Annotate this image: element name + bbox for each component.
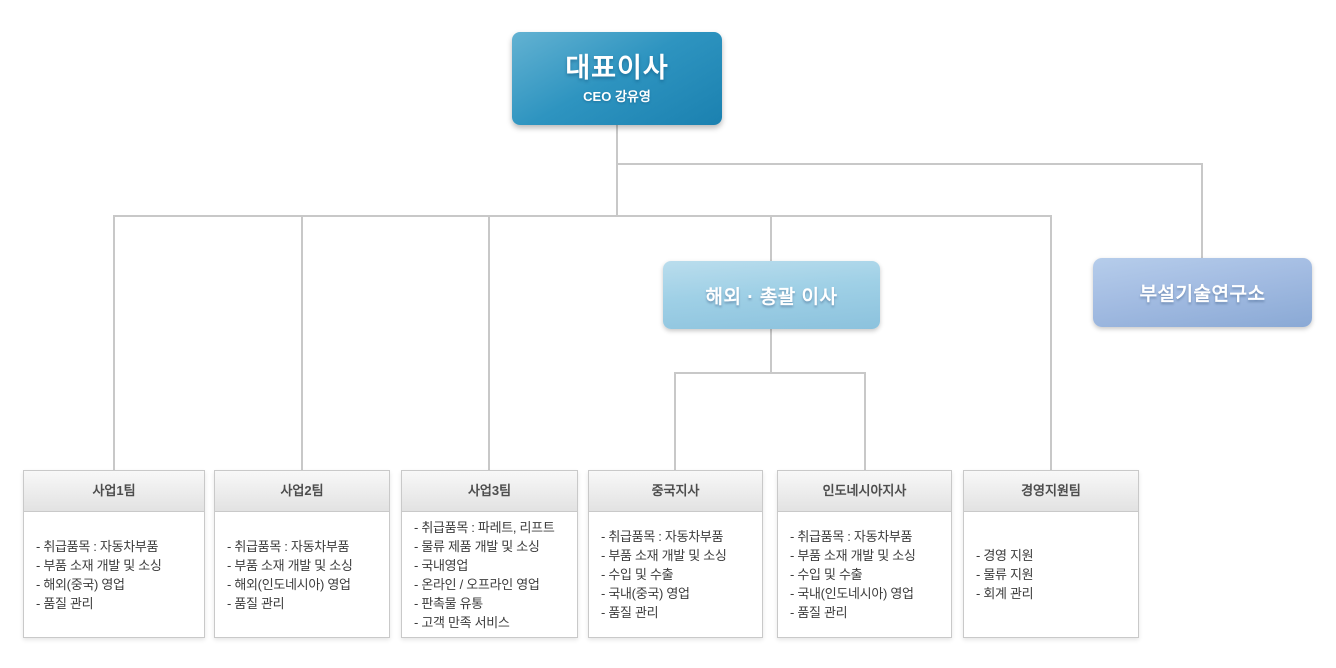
dept-item: - 취급품목 : 자동차부품 <box>36 538 159 554</box>
overseas-director-title: 해외 · 총괄 이사 <box>705 286 838 308</box>
dept-item-list: - 취급품목 : 자동차부품 - 부품 소재 개발 및 소싱 - 해외(인도네시… <box>227 537 383 613</box>
ceo-subtitle: CEO 강유영 <box>583 88 651 104</box>
dept-body: - 취급품목 : 자동차부품 - 부품 소재 개발 및 소싱 - 해외(인도네시… <box>215 512 389 637</box>
dept-item: - 국내영업 <box>414 557 468 573</box>
dept-box-china-branch: 중국지사 - 취급품목 : 자동차부품 - 부품 소재 개발 및 소싱 - 수입… <box>588 470 763 638</box>
dept-item: - 취급품목 : 자동차부품 <box>601 529 724 544</box>
research-institute-title: 부설기술연구소 <box>1139 284 1266 305</box>
connector-drop-team1 <box>113 215 115 470</box>
dept-item: - 취급품목 : 파레트, 리프트 <box>414 519 555 535</box>
dept-body: - 경영 지원 - 물류 지원 - 회계 관리 <box>964 512 1138 637</box>
dept-item-list: - 경영 지원 - 물류 지원 - 회계 관리 <box>976 546 1132 603</box>
dept-box-business-team-3: 사업3팀 - 취급품목 : 파레트, 리프트 - 물류 제품 개발 및 소싱 -… <box>401 470 578 638</box>
dept-item: - 부품 소재 개발 및 소싱 <box>36 557 162 573</box>
dept-body: - 취급품목 : 자동차부품 - 부품 소재 개발 및 소싱 - 수입 및 수출… <box>589 512 762 637</box>
dept-item: - 온라인 / 오프라인 영업 <box>414 576 540 592</box>
connector-main-bus <box>113 215 1052 217</box>
connector-drop-team3 <box>488 215 490 470</box>
dept-box-business-team-1: 사업1팀 - 취급품목 : 자동차부품 - 부품 소재 개발 및 소싱 - 해외… <box>23 470 205 638</box>
ceo-title: 대표이사 <box>565 52 669 83</box>
dept-box-business-team-2: 사업2팀 - 취급품목 : 자동차부품 - 부품 소재 개발 및 소싱 - 해외… <box>214 470 390 638</box>
dept-body: - 취급품목 : 자동차부품 - 부품 소재 개발 및 소싱 - 수입 및 수출… <box>778 512 951 637</box>
dept-item: - 국내(중국) 영업 <box>601 586 690 601</box>
connector-research-branch <box>616 163 1203 165</box>
overseas-director-box: 해외 · 총괄 이사 <box>663 261 880 329</box>
dept-item-list: - 취급품목 : 자동차부품 - 부품 소재 개발 및 소싱 - 수입 및 수출… <box>601 527 756 622</box>
dept-item: - 취급품목 : 자동차부품 <box>790 529 913 544</box>
dept-item-list: - 취급품목 : 자동차부품 - 부품 소재 개발 및 소싱 - 수입 및 수출… <box>790 527 945 622</box>
dept-item: - 물류 제품 개발 및 소싱 <box>414 538 540 554</box>
connector-research-drop <box>1201 163 1203 258</box>
dept-box-management-support-team: 경영지원팀 - 경영 지원 - 물류 지원 - 회계 관리 <box>963 470 1139 638</box>
connector-drop-china-branch <box>674 372 676 470</box>
dept-item-list: - 취급품목 : 자동차부품 - 부품 소재 개발 및 소싱 - 해외(중국) … <box>36 537 198 613</box>
dept-item: - 부품 소재 개발 및 소싱 <box>601 548 727 563</box>
research-institute-box: 부설기술연구소 <box>1093 258 1312 327</box>
dept-item: - 품질 관리 <box>601 605 659 620</box>
connector-drop-management-team <box>1050 215 1052 470</box>
dept-header: 인도네시아지사 <box>778 471 951 512</box>
dept-item: - 판촉물 유통 <box>414 595 483 611</box>
connector-drop-indonesia-branch <box>864 372 866 470</box>
connector-drop-team2 <box>301 215 303 470</box>
dept-item: - 회계 관리 <box>976 586 1034 601</box>
dept-header: 중국지사 <box>589 471 762 512</box>
dept-item: - 수입 및 수출 <box>601 567 674 582</box>
dept-header: 사업2팀 <box>215 471 389 512</box>
dept-item: - 품질 관리 <box>790 605 848 620</box>
connector-overseas-director-down <box>770 329 772 373</box>
dept-item: - 해외(중국) 영업 <box>36 576 125 592</box>
dept-body: - 취급품목 : 파레트, 리프트 - 물류 제품 개발 및 소싱 - 국내영업… <box>402 512 577 637</box>
connector-drop-overseas-director <box>770 215 772 261</box>
dept-item: - 품질 관리 <box>227 595 285 611</box>
ceo-box: 대표이사 CEO 강유영 <box>512 32 722 125</box>
dept-item: - 부품 소재 개발 및 소싱 <box>790 548 916 563</box>
dept-box-indonesia-branch: 인도네시아지사 - 취급품목 : 자동차부품 - 부품 소재 개발 및 소싱 -… <box>777 470 952 638</box>
dept-item: - 부품 소재 개발 및 소싱 <box>227 557 353 573</box>
dept-item: - 해외(인도네시아) 영업 <box>227 576 351 592</box>
connector-ceo-vertical <box>616 125 618 216</box>
dept-body: - 취급품목 : 자동차부품 - 부품 소재 개발 및 소싱 - 해외(중국) … <box>24 512 204 637</box>
dept-header: 사업1팀 <box>24 471 204 512</box>
dept-item: - 경영 지원 <box>976 548 1034 563</box>
dept-header: 경영지원팀 <box>964 471 1138 512</box>
dept-item: - 수입 및 수출 <box>790 567 863 582</box>
dept-item-list: - 취급품목 : 파레트, 리프트 - 물류 제품 개발 및 소싱 - 국내영업… <box>414 518 571 632</box>
dept-item: - 고객 만족 서비스 <box>414 614 510 630</box>
dept-header: 사업3팀 <box>402 471 577 512</box>
connector-overseas-sub-bus <box>674 372 866 374</box>
dept-item: - 취급품목 : 자동차부품 <box>227 538 350 554</box>
dept-item: - 국내(인도네시아) 영업 <box>790 586 914 601</box>
dept-item: - 품질 관리 <box>36 595 94 611</box>
dept-item: - 물류 지원 <box>976 567 1034 582</box>
